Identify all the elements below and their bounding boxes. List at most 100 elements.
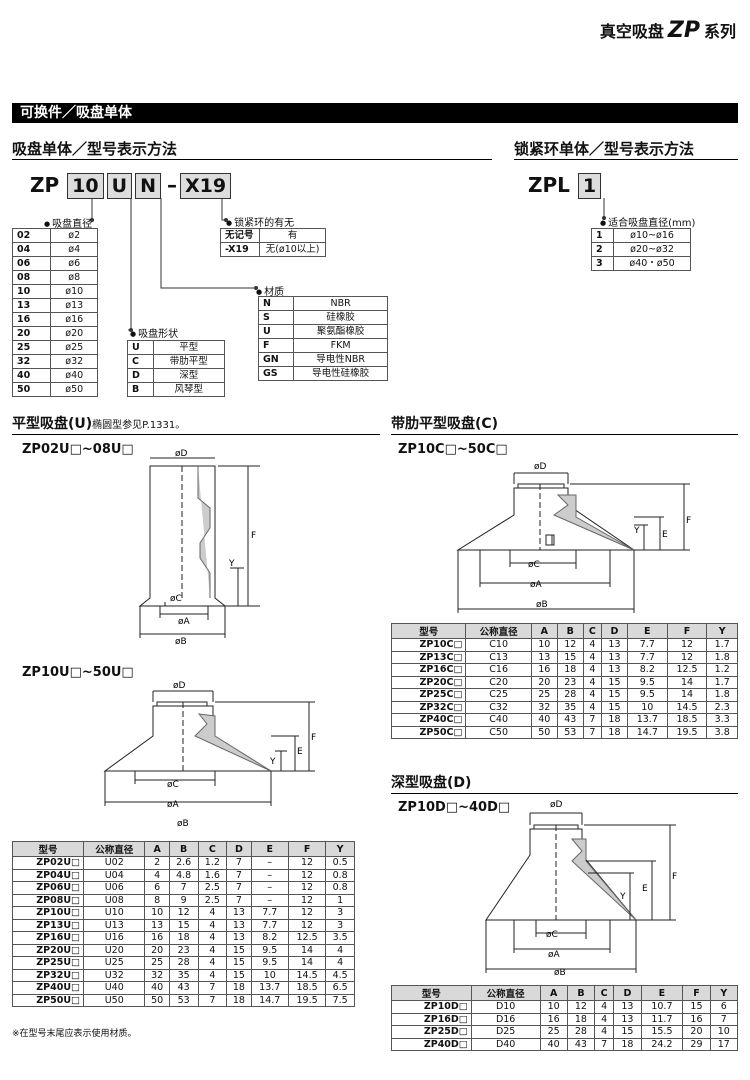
- spec-u-header-cell: F: [287, 841, 327, 857]
- spec-u-cell: 14: [287, 943, 327, 957]
- spec-u-cell: U25: [83, 956, 146, 970]
- code-dash: –: [166, 173, 177, 197]
- section-bar: 可换件／吸盘单体: [12, 103, 738, 123]
- lock-cell: 1: [590, 228, 615, 243]
- spec-c-cell: 13: [600, 638, 628, 652]
- spec-c-cell: 7.7: [626, 638, 668, 652]
- spec-u-cell: 7.7: [250, 918, 289, 932]
- spec-u-cell: ZP13U□: [11, 918, 85, 932]
- spec-u-cell: 12: [287, 906, 327, 920]
- spec-u-cell: 0.8: [325, 881, 355, 895]
- dim-a-label: øA: [548, 950, 561, 960]
- left-heading: 吸盘单体／型号表示方法: [12, 140, 178, 158]
- spec-u-cell: 18: [168, 931, 199, 945]
- shape-cell: 带肋平型: [152, 354, 226, 369]
- spec-u-cell: 1: [325, 893, 355, 907]
- spec-d-cell: D25: [470, 1025, 541, 1039]
- diameter-cell: 50: [11, 382, 52, 397]
- spec-u-cell: U04: [83, 868, 146, 882]
- spec-u-cell: 7: [226, 856, 252, 870]
- spec-u-cell: 2.5: [197, 881, 228, 895]
- spec-d-cell: 16: [682, 1012, 711, 1026]
- ring-cell: 无(ø10以上): [259, 242, 326, 257]
- spec-c-cell: 1.2: [706, 663, 738, 677]
- spec-u-cell: 13: [226, 906, 252, 920]
- spec-c-cell: 15: [600, 688, 628, 702]
- diameter-cell: 40: [11, 368, 52, 383]
- spec-c-cell: 19.5: [666, 725, 708, 739]
- spec-u-cell: 2.6: [168, 856, 199, 870]
- spec-d-cell: 12: [566, 1000, 596, 1014]
- spec-d-cell: 4: [594, 1000, 615, 1014]
- spec-u-cell: 4.8: [168, 868, 199, 882]
- flat-model-large: ZP10U□~50U□: [22, 665, 134, 680]
- spec-u-cell: 12: [287, 881, 327, 895]
- diameter-cell: ø40: [50, 368, 98, 383]
- spec-u-cell: –: [250, 868, 289, 882]
- spec-d-header-cell: F: [682, 985, 711, 1001]
- divider: [391, 793, 738, 794]
- spec-u-cell: 8: [144, 893, 170, 907]
- spec-u-cell: 9: [168, 893, 199, 907]
- spec-c-cell: C40: [465, 713, 532, 727]
- lock-cell: ø10~ø16: [613, 228, 691, 243]
- spec-d-cell: 7: [709, 1012, 739, 1026]
- spec-u-header-cell: 型号: [11, 841, 85, 857]
- spec-u-cell: 15: [226, 956, 252, 970]
- dim-y-label: Y: [228, 559, 235, 569]
- spec-u-cell: –: [250, 856, 289, 870]
- spec-u-cell: 35: [168, 968, 199, 982]
- spec-u-cell: 4: [325, 956, 355, 970]
- material-cell: GN: [257, 352, 295, 367]
- spec-d-cell: 18: [613, 1037, 642, 1051]
- dim-d-label: øD: [173, 681, 186, 691]
- spec-u-cell: ZP08U□: [11, 893, 85, 907]
- spec-d-cell: 28: [566, 1025, 596, 1039]
- spec-u-cell: 15: [226, 943, 252, 957]
- spec-d-cell: 10: [539, 1000, 568, 1014]
- spec-c-header-cell: 公称直径: [465, 623, 532, 639]
- dim-b-label: øB: [536, 600, 548, 610]
- shape-cell: 深型: [152, 368, 226, 383]
- diameter-cell: ø4: [50, 242, 98, 257]
- spec-c-cell: ZP25C□: [390, 688, 467, 702]
- dim-f-label: F: [311, 733, 316, 743]
- dim-c-label: øC: [170, 594, 182, 604]
- spec-d-cell: 10.7: [640, 1000, 684, 1014]
- spec-u-cell: 9.5: [250, 943, 289, 957]
- spec-c-cell: 9.5: [626, 675, 668, 689]
- spec-c-cell: 15: [600, 675, 628, 689]
- lock-cell: ø40・ø50: [613, 256, 691, 271]
- diameter-cell: ø32: [50, 354, 98, 369]
- spec-u-cell: U20: [83, 943, 146, 957]
- spec-c-cell: C13: [465, 650, 532, 664]
- spec-u-cell: U13: [83, 918, 146, 932]
- ribbed-drawing: øD F E Y øC øA øB: [456, 462, 691, 613]
- spec-u-cell: U32: [83, 968, 146, 982]
- spec-c-cell: 16: [530, 663, 558, 677]
- spec-u-cell: U16: [83, 931, 146, 945]
- shape-cell: 风琴型: [152, 382, 226, 397]
- spec-c-cell: 4: [582, 688, 602, 702]
- spec-u-cell: 0.8: [325, 868, 355, 882]
- divider: [12, 159, 492, 160]
- spec-u-cell: 8.2: [250, 931, 289, 945]
- spec-u-cell: ZP25U□: [11, 956, 85, 970]
